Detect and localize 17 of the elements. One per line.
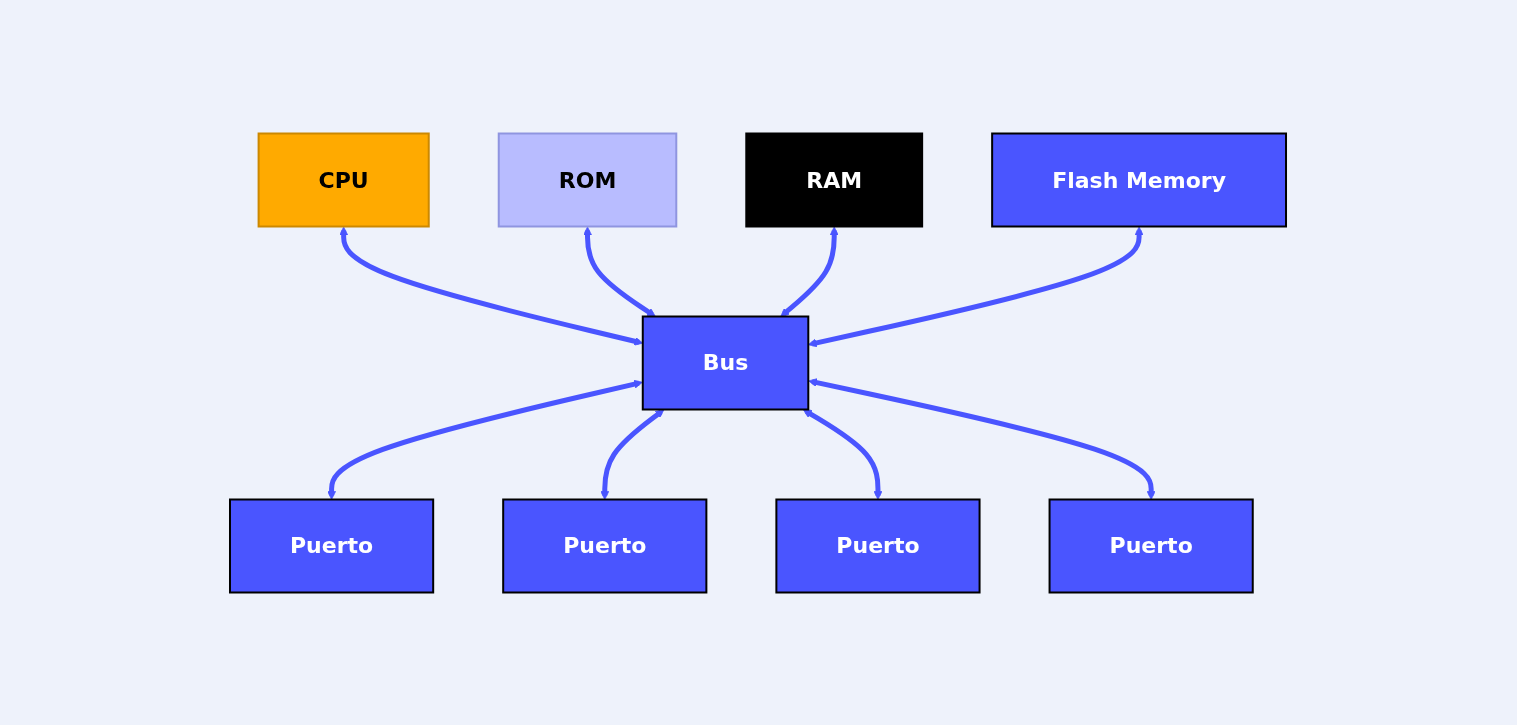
arrow <box>327 379 644 500</box>
arrow <box>339 226 644 346</box>
arrow <box>600 408 665 500</box>
arrow <box>808 377 1157 500</box>
node-box: RAM <box>745 132 924 227</box>
node-box: Flash Memory <box>991 132 1288 227</box>
node-box: Bus <box>642 315 810 410</box>
node-box: Puerto <box>502 498 708 593</box>
node-box: Puerto <box>1049 498 1255 593</box>
node-box: ROM <box>498 132 678 227</box>
node-box: CPU <box>258 132 431 227</box>
node-box: Puerto <box>229 498 435 593</box>
arrow <box>583 226 657 317</box>
arrow <box>808 226 1144 347</box>
node-box: Puerto <box>775 498 982 593</box>
arrow <box>780 226 840 317</box>
arrow <box>803 408 883 500</box>
